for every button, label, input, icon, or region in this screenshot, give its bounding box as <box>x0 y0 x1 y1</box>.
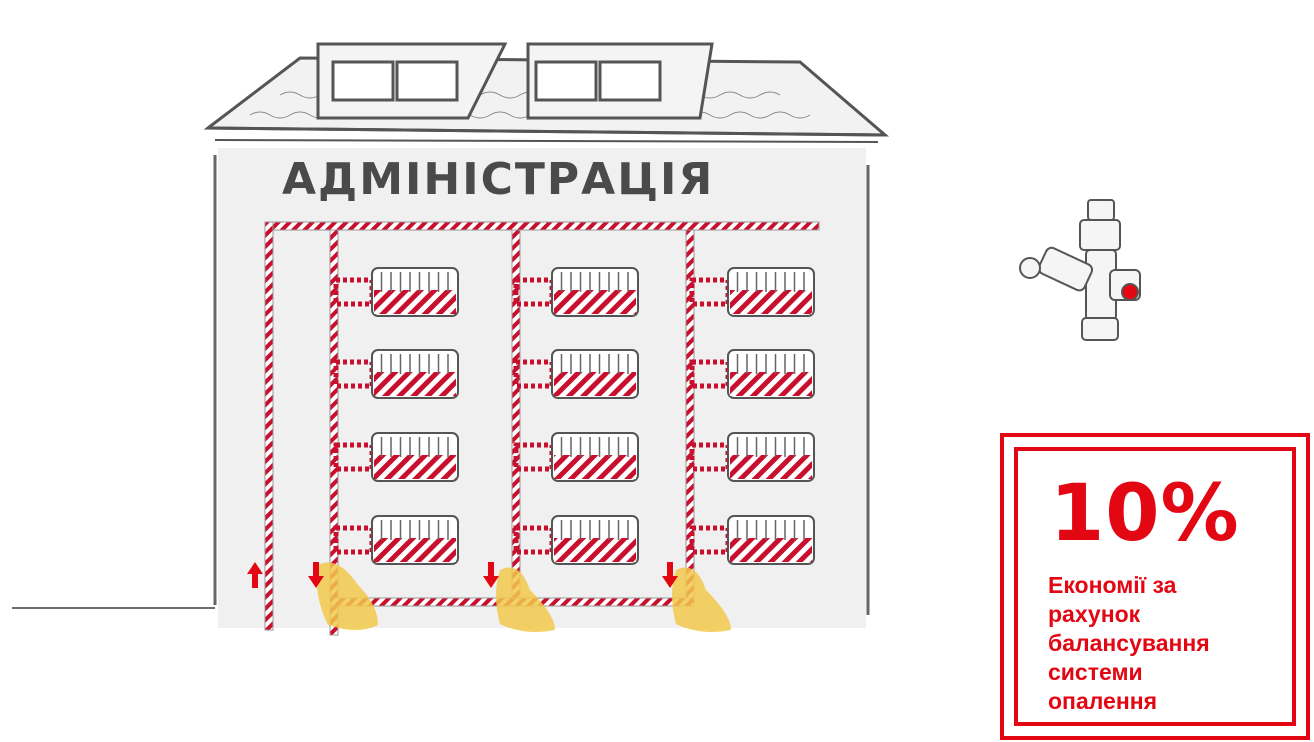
arrow-up-icon <box>247 562 263 588</box>
radiator <box>333 267 459 317</box>
radiator <box>513 349 639 399</box>
savings-caption: Економії за рахунок балансування системи… <box>1048 572 1210 714</box>
roof <box>203 42 890 143</box>
building-title: АДМІНІСТРАЦІЯ <box>282 154 714 205</box>
savings-percent: 10% <box>1050 469 1240 559</box>
radiator <box>513 267 639 317</box>
radiator <box>689 432 815 482</box>
radiator <box>513 432 639 482</box>
radiator <box>689 349 815 399</box>
radiator <box>333 515 459 565</box>
arrow-down-icon <box>308 562 678 588</box>
savings-stat-box: 10% Економії за рахунок балансування сис… <box>1000 433 1310 740</box>
radiator <box>689 515 815 565</box>
balancing-valve-icon <box>1019 199 1141 341</box>
radiator <box>689 267 815 317</box>
radiator <box>333 432 459 482</box>
radiators <box>333 267 815 565</box>
radiator <box>513 515 639 565</box>
savings-stat-inner: 10% Економії за рахунок балансування сис… <box>1014 447 1296 726</box>
valve-highlights <box>316 562 731 632</box>
radiator <box>333 349 459 399</box>
